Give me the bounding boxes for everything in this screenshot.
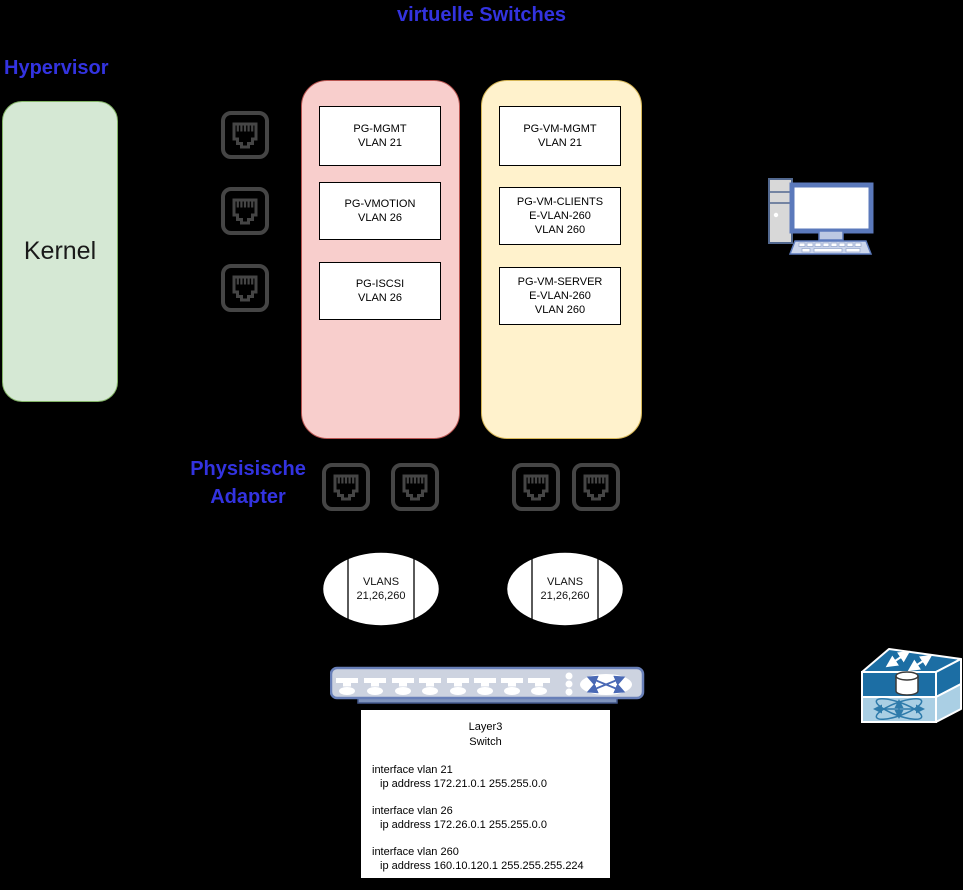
vlan-trunk-left: VLANS 21,26,260 bbox=[321, 551, 441, 627]
pnic-port-icon bbox=[390, 462, 440, 512]
port-group-name: PG-VM-CLIENTS bbox=[516, 196, 604, 208]
port-group-vlan: VLAN 26 bbox=[357, 292, 403, 304]
trunk-vlans: 21,26,260 bbox=[540, 590, 590, 602]
vmkernel-port-icon bbox=[220, 263, 270, 313]
hypervisor-label: Hypervisor bbox=[4, 57, 109, 79]
physical-adapters-label-line1: Physisische bbox=[190, 458, 306, 480]
vmkernel-port-icon bbox=[220, 110, 270, 160]
port-group-vlan: VLAN 26 bbox=[357, 212, 403, 224]
vmkernel-port-icon bbox=[220, 186, 270, 236]
pnic-port-icon bbox=[571, 462, 621, 512]
interface-ip: ip address 160.10.120.1 255.255.255.224 bbox=[380, 860, 584, 872]
port-group-vlan: VLAN 21 bbox=[537, 137, 583, 149]
port-group-pg-vm-server: PG-VM-SERVER E-VLAN-260 VLAN 260 bbox=[499, 267, 621, 325]
port-group-name: PG-VM-MGMT bbox=[523, 123, 597, 135]
port-group-evlan: E-VLAN-260 bbox=[529, 290, 591, 302]
port-group-vlan: VLAN 260 bbox=[534, 304, 586, 316]
pnic-port-icon bbox=[321, 462, 371, 512]
interface-vlan-21-block: interface vlan 21 ip address 172.21.0.1 … bbox=[372, 763, 610, 791]
trunk-vlans: 21,26,260 bbox=[356, 590, 406, 602]
port-group-vlan: VLAN 260 bbox=[534, 224, 586, 236]
port-group-name: PG-VM-SERVER bbox=[517, 276, 603, 288]
port-group-vlan: VLAN 21 bbox=[357, 137, 403, 149]
kernel-label: Kernel bbox=[23, 237, 97, 265]
interface-ip: ip address 172.21.0.1 255.255.0.0 bbox=[380, 778, 547, 790]
diagram-title: virtuelle Switches bbox=[397, 4, 566, 26]
interface-vlan-260-block: interface vlan 260 ip address 160.10.120… bbox=[372, 845, 610, 873]
trunk-label: VLANS bbox=[546, 576, 584, 588]
layer3-switch-name: Layer3 Switch bbox=[361, 720, 610, 750]
trunk-label: VLANS bbox=[362, 576, 400, 588]
port-group-pg-mgmt: PG-MGMT VLAN 21 bbox=[319, 106, 441, 166]
rack-switch-front-icon bbox=[329, 666, 645, 706]
layer3-switch-config: Layer3 Switch interface vlan 21 ip addre… bbox=[361, 710, 610, 878]
port-group-evlan: E-VLAN-260 bbox=[529, 210, 591, 222]
port-group-pg-vm-mgmt: PG-VM-MGMT VLAN 21 bbox=[499, 106, 621, 166]
vlan-trunk-right: VLANS 21,26,260 bbox=[505, 551, 625, 627]
port-group-name: PG-ISCSI bbox=[355, 278, 405, 290]
multilayer-switch-3d-icon bbox=[856, 642, 963, 732]
layer3-name-line1: Layer3 bbox=[468, 721, 503, 733]
kernel-box: Kernel bbox=[2, 101, 118, 402]
port-group-name: PG-MGMT bbox=[353, 123, 407, 135]
desktop-computer-icon bbox=[762, 176, 882, 258]
physical-adapters-label-line2: Adapter bbox=[210, 486, 286, 508]
port-group-pg-iscsi: PG-ISCSI VLAN 26 bbox=[319, 262, 441, 320]
interface-vlan-26-block: interface vlan 26 ip address 172.26.0.1 … bbox=[372, 804, 610, 832]
pnic-port-icon bbox=[511, 462, 561, 512]
port-group-pg-vmotion: PG-VMOTION VLAN 26 bbox=[319, 182, 441, 240]
port-group-pg-vm-clients: PG-VM-CLIENTS E-VLAN-260 VLAN 260 bbox=[499, 187, 621, 245]
vswitch-vm: PG-VM-MGMT VLAN 21 PG-VM-CLIENTS E-VLAN-… bbox=[481, 80, 642, 439]
physical-adapters-label: Physisische Adapter bbox=[148, 455, 348, 511]
interface-name: interface vlan 21 bbox=[372, 764, 453, 776]
interface-name: interface vlan 260 bbox=[372, 846, 459, 858]
interface-name: interface vlan 26 bbox=[372, 805, 453, 817]
interface-ip: ip address 172.26.0.1 255.255.0.0 bbox=[380, 819, 547, 831]
layer3-name-line2: Switch bbox=[469, 736, 502, 748]
port-group-name: PG-VMOTION bbox=[344, 198, 416, 210]
vswitch-kernel: PG-MGMT VLAN 21 PG-VMOTION VLAN 26 PG-IS… bbox=[301, 80, 460, 439]
